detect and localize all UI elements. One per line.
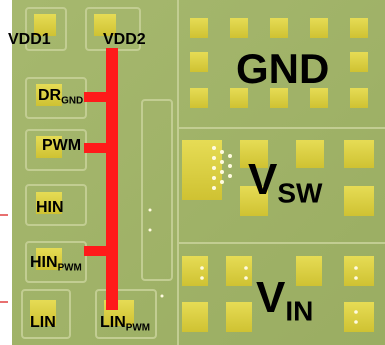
label-vdd2: VDD2 bbox=[103, 31, 146, 48]
gnd-pad-grid bbox=[190, 18, 368, 108]
pad-vdd2 bbox=[94, 14, 116, 36]
pad-hinpwm bbox=[36, 248, 62, 270]
pad-drgnd bbox=[36, 84, 62, 106]
pad-hin bbox=[36, 192, 62, 214]
label-vin: VIN bbox=[256, 273, 314, 327]
red-trace-bus bbox=[84, 48, 118, 310]
vsw-pad-grid bbox=[182, 140, 374, 216]
signal-pads bbox=[30, 14, 134, 326]
label-dr-gnd: DRGND bbox=[38, 87, 84, 107]
label-gnd: GND bbox=[236, 45, 330, 92]
region-outlines bbox=[21, 0, 385, 345]
label-pwm: PWM bbox=[42, 137, 82, 154]
label-lin-pwm: LINPWM bbox=[100, 314, 150, 334]
label-hin: HIN bbox=[36, 199, 64, 216]
label-vdd1: VDD1 bbox=[8, 31, 51, 48]
label-hin-pwm: HINPWM bbox=[30, 254, 82, 274]
pad-vdd1 bbox=[34, 14, 56, 36]
edge-markers bbox=[0, 214, 8, 303]
pad-pwm bbox=[36, 136, 62, 158]
vin-pad-grid bbox=[182, 256, 374, 332]
vias bbox=[148, 146, 358, 324]
label-vsw: VSW bbox=[248, 155, 323, 209]
pad-lin bbox=[30, 300, 56, 326]
label-lin: LIN bbox=[30, 314, 56, 331]
